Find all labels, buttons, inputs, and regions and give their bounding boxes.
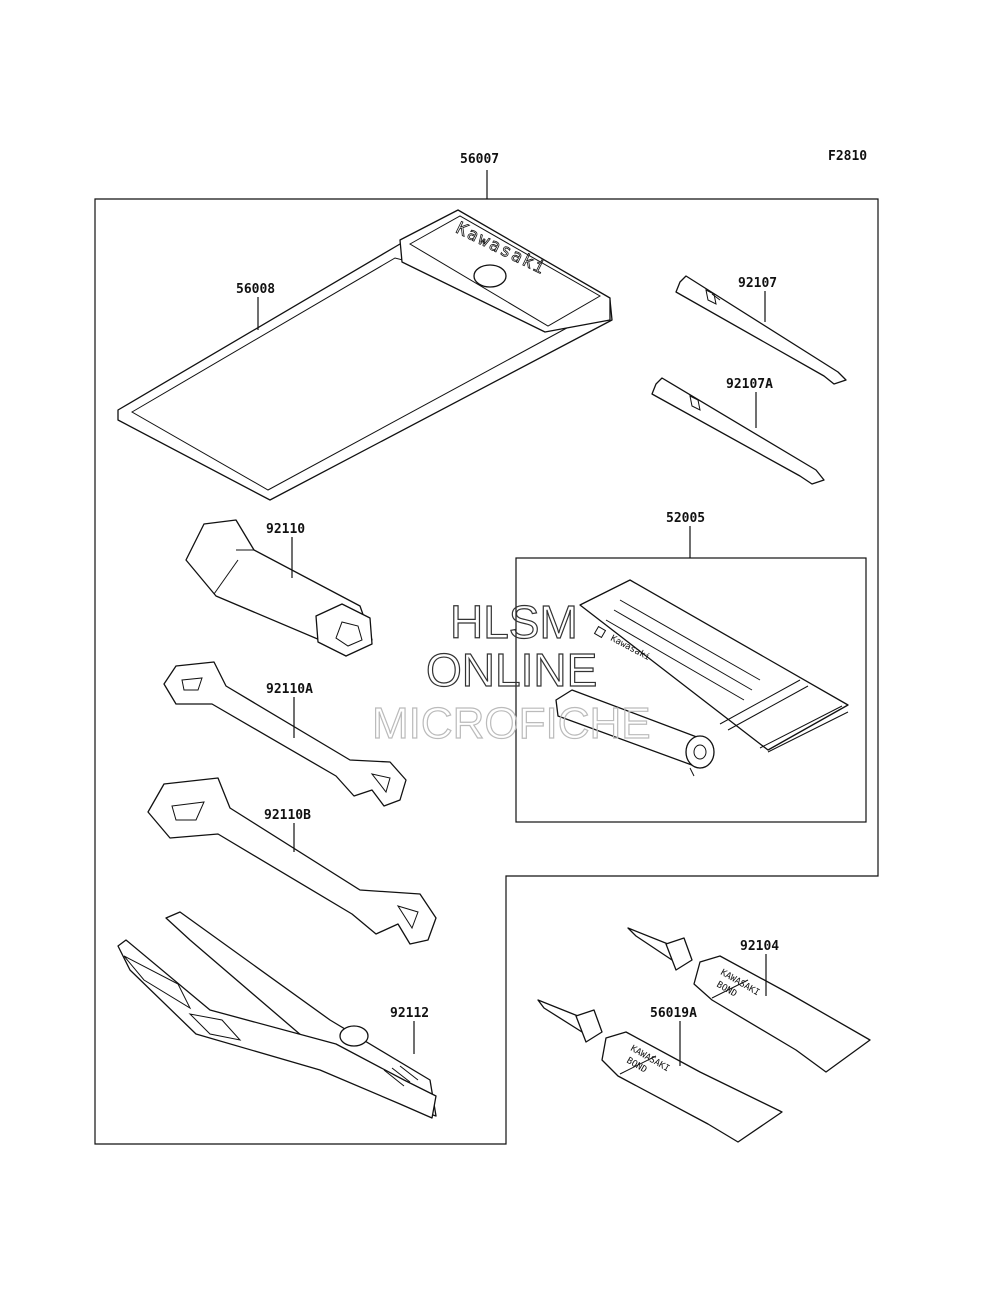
- watermark-line2: ONLINE: [426, 644, 597, 696]
- plug-wrench-label: 92110: [266, 522, 305, 537]
- repair-kit-label: 52005: [666, 511, 705, 526]
- open-wrench-small: [163, 661, 407, 807]
- watermark-line1: HLSM: [450, 596, 578, 648]
- pliers-label: 92112: [390, 1006, 429, 1021]
- wrench-large-label: 92110B: [264, 808, 311, 823]
- figure-code: F2810: [828, 149, 867, 164]
- driver-bit-92107: [675, 275, 847, 385]
- plug-wrench: [185, 519, 373, 657]
- repair-kit-tool: [555, 689, 715, 777]
- tool-case: Kawasaki: [117, 209, 613, 501]
- driver-bit-92107a: [651, 377, 825, 485]
- case-label: 56008: [236, 282, 275, 297]
- repair-kit-box: [515, 557, 867, 823]
- watermark-line3: MICROFICHE: [372, 699, 651, 748]
- bit-a-label: 92107: [738, 276, 777, 291]
- wrench-small-label: 92110A: [266, 682, 313, 697]
- pliers: [117, 911, 437, 1119]
- repair-kit-pouch: Kawasaki: [579, 579, 849, 753]
- bit-b-label: 92107A: [726, 377, 773, 392]
- bond-tube-56019a: KAWASAKI BOND: [537, 999, 783, 1143]
- kit-boundary: [94, 198, 879, 1145]
- bond-b-label: 56019A: [650, 1006, 697, 1021]
- bond-a-label: 92104: [740, 939, 779, 954]
- open-wrench-large: [147, 777, 437, 945]
- kit-label: 56007: [460, 152, 499, 167]
